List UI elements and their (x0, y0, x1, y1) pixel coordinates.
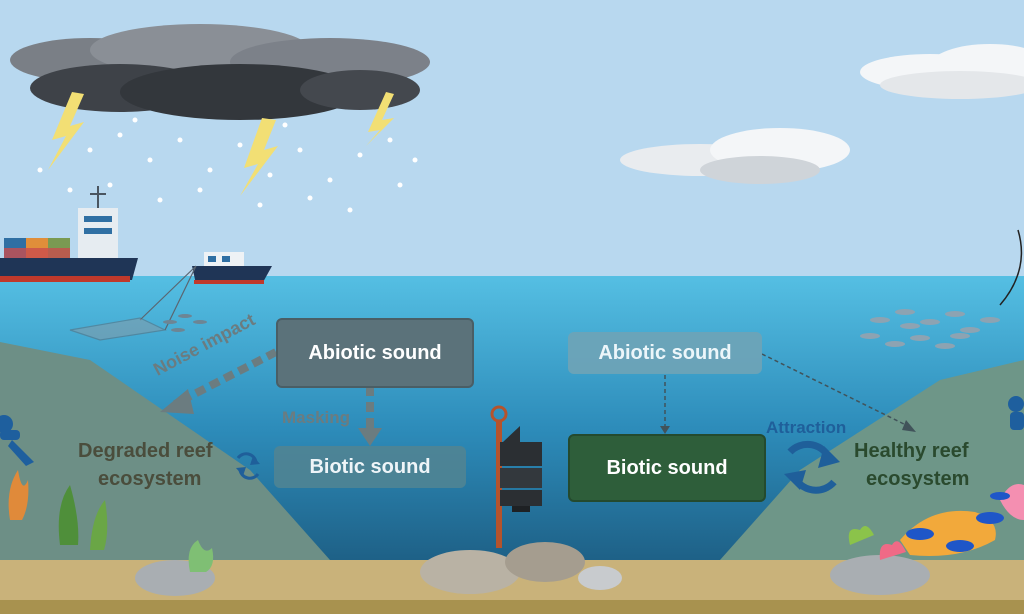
right-biotic-sound-box: Biotic sound (568, 434, 766, 502)
abiotic-to-biotic-arrow (660, 375, 670, 434)
fishing-line (999, 229, 1023, 306)
masking-arrow (358, 386, 382, 446)
masking-label: Masking (282, 408, 351, 427)
left-abiotic-sound-label: Abiotic sound (308, 341, 442, 364)
right-abiotic-sound-label: Abiotic sound (598, 341, 732, 364)
lightning-icon (48, 92, 394, 196)
degraded-reef-label-line2: ecosystem (98, 468, 202, 490)
diver-icon (0, 396, 1024, 466)
fishing-boat-icon (192, 252, 272, 284)
right-reef-slope (720, 360, 1024, 560)
noise-impact-arrow (160, 348, 278, 414)
recycle-arrows-icon-large (784, 440, 840, 494)
right-abiotic-sound-box: Abiotic sound (568, 332, 762, 374)
attraction-label: Attraction (766, 418, 847, 437)
left-biotic-sound-label: Biotic sound (309, 455, 431, 478)
degraded-reef-label-line1: Degraded reef (78, 440, 213, 462)
fishing-net-icon (69, 265, 197, 341)
abiotic-to-healthy-arrow (761, 353, 916, 432)
fish-school-small (163, 314, 207, 332)
left-abiotic-sound-box: Abiotic sound (276, 318, 474, 388)
right-biotic-sound-label: Biotic sound (606, 456, 728, 479)
recycle-arrows-icon-small (236, 452, 260, 480)
reef-fish (906, 492, 1010, 552)
left-reef-slope (0, 342, 330, 560)
cloud-right-mid (620, 128, 850, 184)
healthy-reef-label-line2: ecosystem (866, 468, 970, 490)
fish-school-icon (860, 309, 1000, 349)
healthy-reef-label-line1: Healthy reef (854, 440, 969, 462)
cloud-right-top (860, 44, 1024, 99)
hydrophone-icon (490, 405, 542, 548)
container-ship-icon (0, 186, 138, 282)
left-biotic-sound-box: Biotic sound (274, 446, 466, 488)
